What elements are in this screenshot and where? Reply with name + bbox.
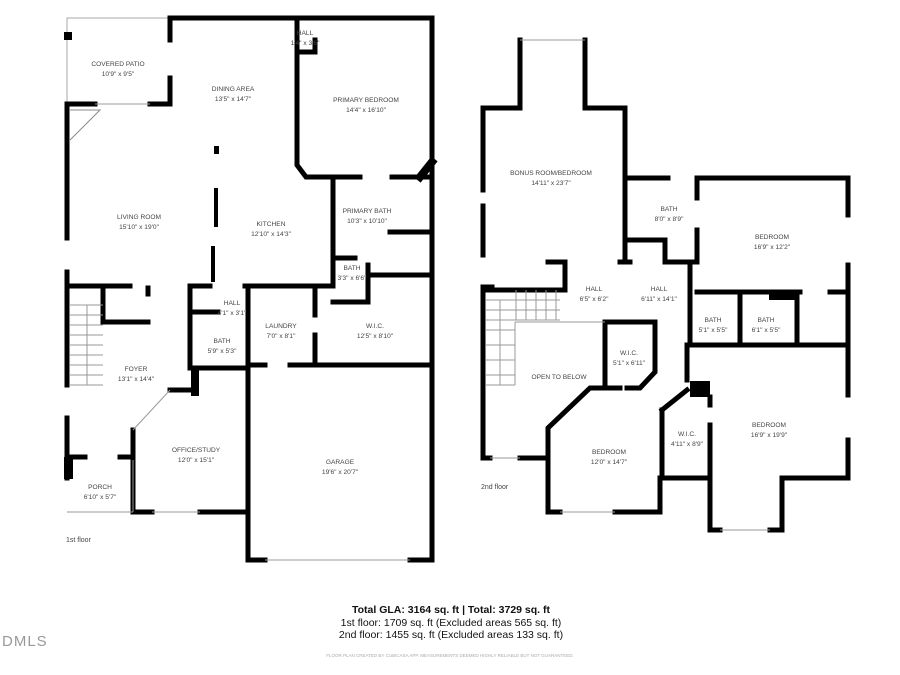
first-floor-area: 1st floor: 1709 sq. ft (Excluded areas 5… <box>340 616 562 629</box>
floor-label-2nd: 2nd floor <box>481 484 509 491</box>
room-wic: W.I.C.12'5" x 8'10" <box>356 323 394 340</box>
second-floor-thin-lines <box>486 39 770 531</box>
total-gla: Total GLA: 3164 sq. ft | Total: 3729 sq.… <box>351 604 550 616</box>
second-floor-plan <box>480 37 851 533</box>
room-open-to-below: OPEN TO BELOW <box>531 374 587 381</box>
second-floor-area: 2nd floor: 1455 sq. ft (Excluded areas 1… <box>338 629 564 641</box>
room-wic: W.I.C.5'1" x 6'11" <box>612 350 646 367</box>
dmls-logo: DMLS <box>2 633 48 650</box>
first-floor-thin-lines <box>67 103 410 561</box>
floor-label-1st: 1st floor <box>66 537 91 544</box>
area-totals: Total GLA: 3164 sq. ft | Total: 3729 sq.… <box>339 604 563 642</box>
credit-note: FLOOR PLAN CREATED BY CUBICASA APP. MEAS… <box>326 653 574 658</box>
room-wic: W.I.C.4'11" x 8'9" <box>670 431 704 448</box>
